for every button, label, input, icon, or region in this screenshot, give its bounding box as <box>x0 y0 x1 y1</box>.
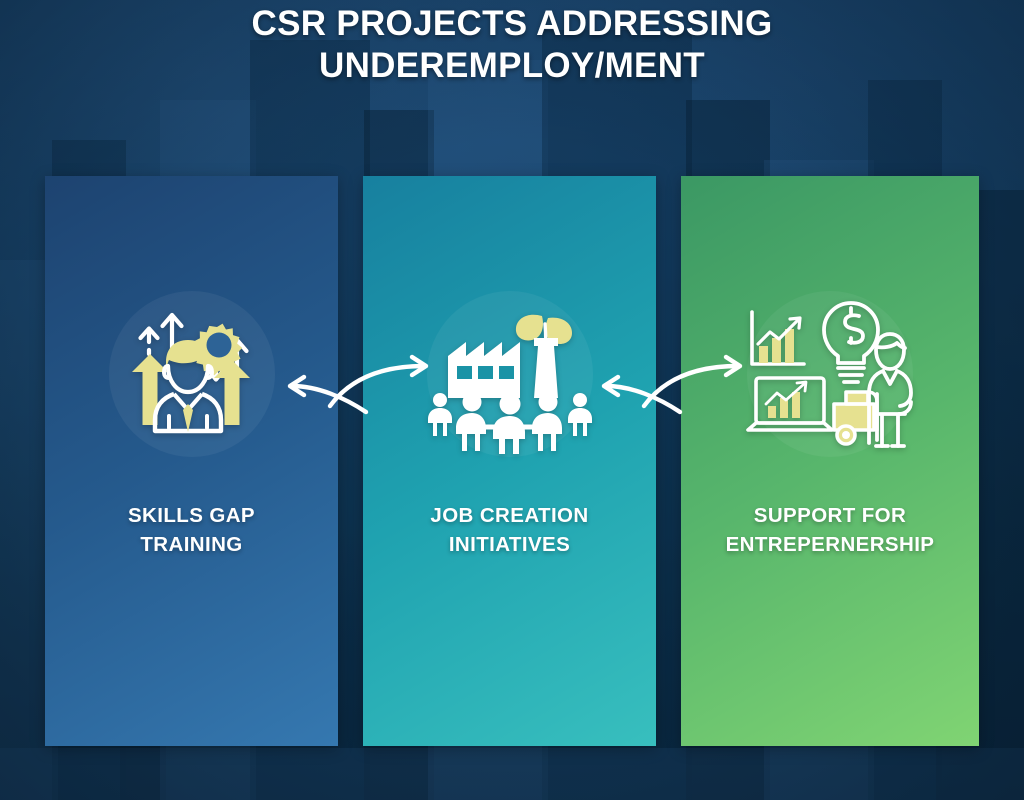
panel-job-creation-initiatives[interactable]: JOB CREATION INITIATIVES <box>363 176 656 746</box>
caption-line2: INITIATIVES <box>448 533 571 556</box>
caption-line1: JOB CREATION <box>430 504 589 527</box>
business-growth-lightbulb-icon <box>742 294 918 454</box>
caption-line2: TRAINING <box>140 533 243 556</box>
person-gear-growth-arrows-icon <box>104 294 280 454</box>
caption-line1: SKILLS GAP <box>127 504 255 527</box>
page-title: CSR PROJECTS ADDRESSING UNDEREMPLOY/MENT <box>0 0 1024 87</box>
panel-support-for-entrepernership[interactable]: SUPPORT FOR ENTREPERNERSHIP <box>681 176 979 746</box>
page-title-line1: CSR PROJECTS ADDRESSING <box>251 4 773 43</box>
panel-group: SKILLS GAP TRAINING <box>0 176 1024 746</box>
factory-people-leaf-icon <box>422 294 598 454</box>
panel-caption: SKILLS GAP TRAINING <box>45 501 338 559</box>
caption-line2: ENTREPERNERSHIP <box>725 533 935 556</box>
caption-line1: SUPPORT FOR <box>753 504 907 527</box>
panel-skills-gap-training[interactable]: SKILLS GAP TRAINING <box>45 176 338 746</box>
page-title-line2: UNDEREMPLOY/MENT <box>319 46 705 85</box>
panel-caption: JOB CREATION INITIATIVES <box>363 501 656 559</box>
panel-caption: SUPPORT FOR ENTREPERNERSHIP <box>681 501 979 559</box>
